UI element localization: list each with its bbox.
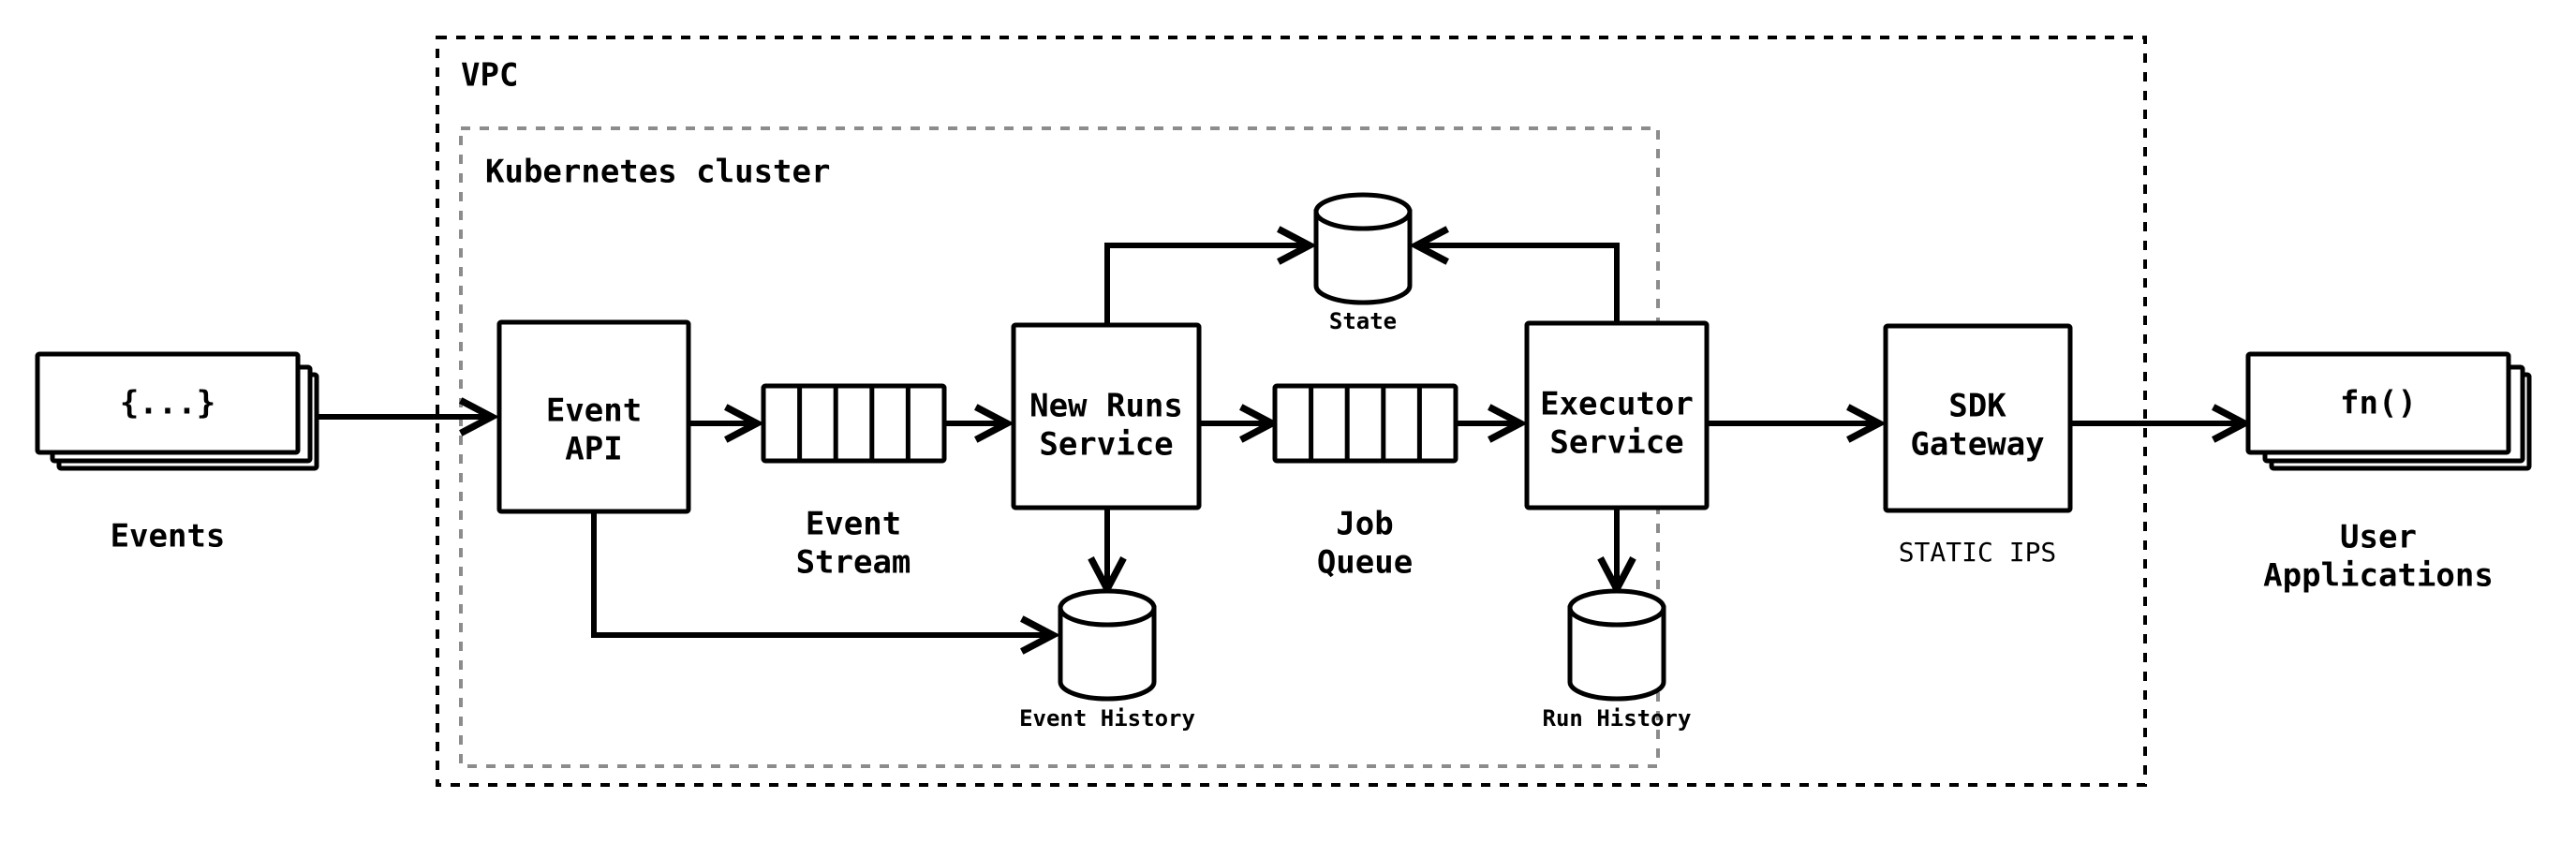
state-caption: State: [1329, 308, 1397, 334]
vpc-boundary: VPC: [436, 36, 2147, 787]
sdk-gateway-label-line1: SDK: [1948, 388, 2006, 425]
new-runs-label-line1: New Runs: [1029, 388, 1183, 425]
node-executor-service[interactable]: Executor Service: [1524, 320, 1710, 510]
node-run-history[interactable]: Run History: [1543, 588, 1692, 732]
edge-new-runs-to-state: [1104, 245, 1310, 325]
node-event-stream[interactable]: Event Stream: [761, 383, 947, 582]
new-runs-label-line2: Service: [1039, 426, 1173, 464]
events-label: {...}: [120, 385, 215, 422]
node-new-runs-service[interactable]: New Runs Service: [1011, 322, 1202, 510]
node-event-api[interactable]: Event API: [496, 319, 691, 514]
sdk-gateway-caption: STATIC IPS: [1899, 537, 2057, 568]
executor-label-line2: Service: [1549, 424, 1683, 462]
node-job-queue[interactable]: Job Queue: [1272, 383, 1458, 582]
event-api-label-line1: Event: [546, 392, 642, 430]
node-event-history[interactable]: Event History: [1019, 588, 1195, 732]
sdk-gateway-label-line2: Gateway: [1910, 426, 2044, 464]
edge-event-api-to-event-history: [591, 511, 1053, 635]
event-history-caption: Event History: [1019, 705, 1195, 732]
node-events[interactable]: {...} Events: [35, 351, 319, 555]
executor-label-line1: Executor: [1540, 386, 1694, 423]
node-sdk-gateway[interactable]: SDK Gateway STATIC IPS: [1883, 323, 2073, 568]
job-queue-caption-line1: Job: [1336, 506, 1393, 543]
events-caption: Events: [111, 518, 226, 555]
vpc-label: VPC: [461, 57, 518, 95]
event-api-label-line2: API: [565, 431, 622, 468]
event-stream-caption-line2: Stream: [796, 544, 911, 582]
user-apps-caption-line1: User: [2340, 519, 2417, 556]
k8s-label: Kubernetes cluster: [485, 154, 830, 191]
node-state[interactable]: State: [1313, 192, 1413, 334]
user-apps-caption-line2: Applications: [2263, 557, 2494, 595]
event-stream-caption-line1: Event: [806, 506, 901, 543]
user-apps-label: fn(): [2340, 385, 2417, 422]
job-queue-caption-line2: Queue: [1317, 544, 1413, 582]
run-history-caption: Run History: [1543, 705, 1692, 732]
edge-executor-to-state: [1416, 245, 1620, 323]
k8s-boundary: Kubernetes cluster: [459, 126, 1660, 768]
node-user-applications[interactable]: fn() User Applications: [2245, 351, 2532, 595]
